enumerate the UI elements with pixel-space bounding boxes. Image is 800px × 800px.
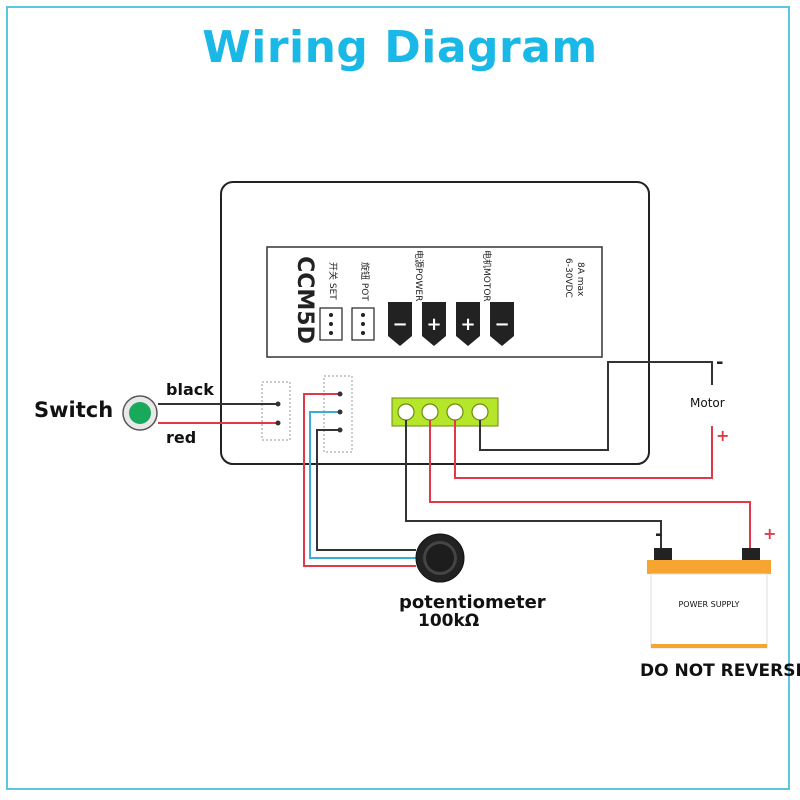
terminal-block — [391, 397, 499, 427]
svg-text:−: − — [494, 314, 509, 335]
controller-model: CCM5D — [292, 256, 317, 344]
label-set: 开关 SET — [327, 262, 339, 300]
potentiometer-value: 100kΩ — [418, 611, 480, 631]
battery-minus-sign: - — [655, 524, 663, 545]
svg-text:+: + — [426, 314, 441, 335]
power-supply-battery — [647, 548, 771, 649]
switch-socket — [261, 381, 291, 441]
motor-minus-sign: - — [716, 352, 724, 373]
pot-wire-blue — [309, 411, 416, 559]
power-minus-wire — [405, 420, 662, 556]
switch-button — [122, 395, 158, 431]
terminal-motor-minus: − — [490, 302, 514, 346]
rating-line1: 6-30VDC — [563, 258, 573, 298]
power-supply-label: POWER SUPPLY — [678, 600, 740, 609]
label-pot: 旋钮 POT — [359, 262, 371, 301]
battery-plus-sign: + — [763, 524, 777, 543]
motor-plus-wire — [454, 420, 713, 479]
set-connector — [319, 307, 343, 341]
potentiometer-label: potentiometer — [399, 592, 546, 613]
terminal-motor-plus: + — [456, 302, 480, 346]
terminal-power-plus: + — [422, 302, 446, 346]
pot-connector — [351, 307, 375, 341]
wire-label-black: black — [166, 380, 214, 399]
do-not-reverse-warning: DO NOT REVERSE — [640, 661, 800, 681]
pot-wire-black — [316, 429, 416, 551]
switch-label: Switch — [34, 398, 114, 422]
rating-line2: 8A max — [575, 262, 585, 297]
motor-plus-sign: + — [716, 426, 730, 445]
wire-label-red: red — [166, 428, 197, 447]
motor-minus-wire — [479, 361, 713, 451]
power-plus-wire — [429, 420, 751, 556]
svg-text:−: − — [392, 314, 407, 335]
label-power: 电源POWER — [413, 250, 425, 301]
pot-wire-red — [303, 393, 416, 567]
page-frame — [6, 6, 790, 790]
terminal-power-minus: − — [388, 302, 412, 346]
motor-label: Motor — [690, 396, 725, 410]
page-title: Wiring Diagram — [202, 22, 598, 73]
label-motor: 电机MOTOR — [481, 250, 493, 302]
svg-text:+: + — [460, 314, 475, 335]
pot-socket — [323, 375, 353, 453]
potentiometer-knob — [415, 533, 465, 583]
